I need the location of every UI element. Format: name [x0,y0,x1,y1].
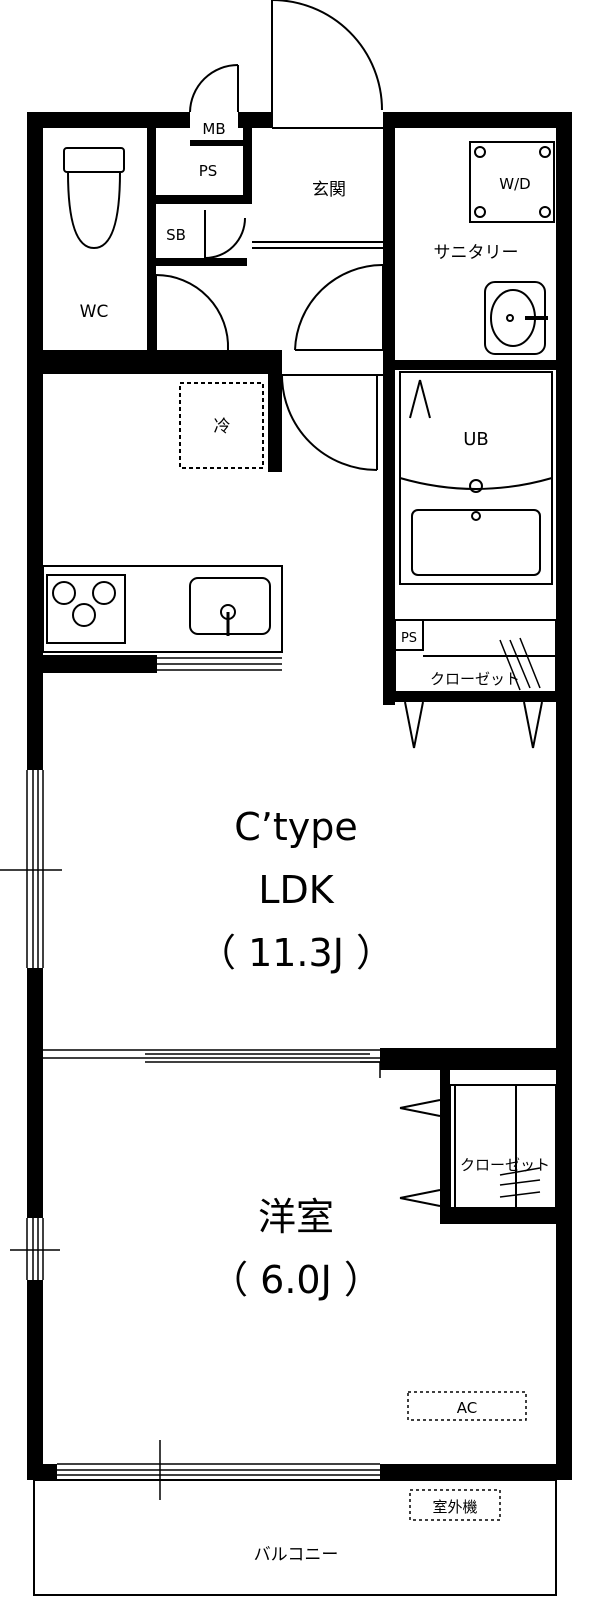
wall-mb-bottom [190,140,250,146]
label-mb: MB [202,120,225,138]
balcony-outline [33,1479,557,1596]
wall-outer-left-lower [27,1280,43,1480]
kitchen-sink [189,577,271,635]
toilet-tank [63,147,125,173]
wall-ub-left [383,360,395,705]
label-balcony: バルコニー [254,1545,339,1565]
doors [155,0,384,471]
label-ldk-type: C’type [234,805,358,849]
label-wd: W/D [499,175,530,193]
kitchen-counter [42,565,283,653]
ac-box [407,1391,527,1421]
label-outdoor-unit: 室外機 [432,1498,477,1516]
windows [0,657,381,1500]
walls [27,112,572,1480]
wall-closet1-bottom [383,692,556,702]
wall-closet2-bottom [440,1208,572,1224]
wall-bottom-left [27,1464,57,1480]
wall-kitchen-bottom [27,655,157,673]
wall-sb-bottom [147,258,247,266]
washer-pan [469,141,555,223]
wall-top-left [27,112,190,128]
label-fridge: 冷 [214,417,231,437]
wall-wc-bottom [27,350,277,374]
label-genkan: 玄関 [312,180,346,200]
closet-2-frame [449,1084,557,1209]
label-closet-2: クローゼット [460,1156,550,1174]
label-western-size: （ 6.0J ） [210,1258,382,1302]
wall-bottom-right [380,1464,572,1480]
wall-ub-top [383,360,572,370]
unit-bath [399,371,553,585]
labels: MB PS SB 玄関 W/D サニタリー WC UB 冷 PS クローゼット … [80,120,550,1565]
wall-kitchen-right-stub [268,350,282,472]
wall-top-right [383,112,572,128]
label-ldk-size: （ 11.3J ） [198,931,394,975]
wall-outer-left-mid [27,968,43,1218]
label-ub: UB [463,429,489,450]
wall-closet2-left [440,1070,450,1224]
wall-ps-right [243,128,252,204]
label-sb: SB [166,226,186,244]
wall-top-mid [238,112,272,128]
wall-ldk-western-right [380,1048,572,1070]
wall-outer-left-upper [27,112,43,770]
wall-outer-right [556,112,572,1480]
toilet-bowl [67,171,121,250]
outdoor-unit-box [409,1489,501,1521]
label-ac: AC [457,1399,477,1417]
label-ps-mid: PS [401,631,417,646]
label-sanitary: サニタリー [434,243,519,263]
fixtures [33,141,557,1596]
label-closet-1: クローゼット [430,670,520,688]
label-ps-top: PS [199,162,218,180]
wall-ps-bottom [147,195,247,204]
label-ldk-name: LDK [258,868,334,912]
wall-sanitary-left [383,128,395,366]
wall-wc-right [147,128,156,363]
label-western-name: 洋室 [258,1195,334,1239]
label-wc: WC [80,302,109,322]
